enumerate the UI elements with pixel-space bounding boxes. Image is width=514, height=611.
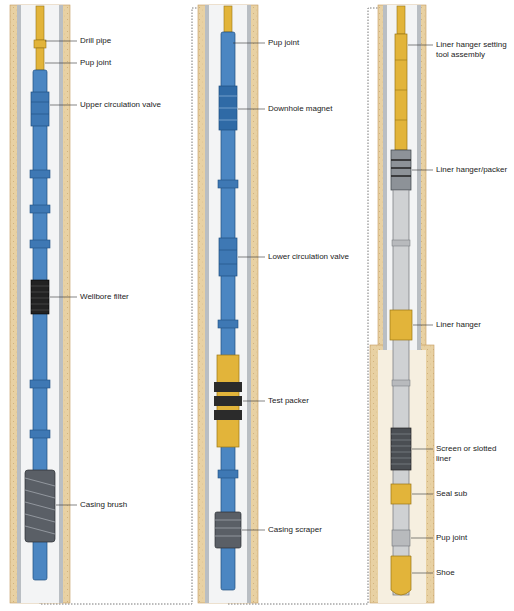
leader-line — [412, 449, 433, 450]
illustration-part — [31, 92, 49, 126]
illustration-part — [219, 264, 237, 265]
illustration-part — [198, 5, 258, 603]
leader-line — [243, 401, 265, 402]
leader-line — [238, 257, 265, 258]
leader-line — [56, 505, 77, 506]
illustration-part — [30, 205, 50, 213]
part-label: Pup joint — [80, 58, 170, 68]
illustration-part — [392, 240, 410, 246]
part-label: Lower circulation valve — [268, 252, 360, 262]
part-label: Shoe — [436, 568, 510, 578]
illustration-part — [219, 96, 237, 120]
illustration-part — [391, 556, 411, 595]
part-label: Downhole magnet — [268, 104, 360, 114]
leader-line — [412, 573, 433, 574]
illustration-part — [393, 190, 409, 595]
illustration-part — [21, 5, 59, 603]
illustration-part — [219, 86, 237, 130]
leader-line — [413, 325, 433, 326]
illustration-part — [36, 48, 44, 70]
illustration-part — [31, 286, 49, 310]
leader-line — [45, 41, 77, 42]
illustration-part — [17, 5, 63, 603]
leader-line — [238, 109, 265, 110]
illustration-part — [391, 160, 411, 176]
illustration-part — [392, 380, 410, 386]
illustration-part — [218, 320, 238, 328]
leader-line — [412, 170, 433, 171]
part-label: Wellbore filter — [80, 292, 170, 302]
illustration-part — [224, 6, 232, 32]
part-label: Upper circulation valve — [80, 100, 170, 110]
illustration-part — [25, 478, 55, 534]
illustration-part — [395, 60, 407, 120]
leader-line — [242, 530, 265, 531]
illustration-part — [209, 5, 247, 603]
illustration-part — [30, 170, 50, 178]
illustration-part — [30, 240, 50, 248]
part-label: Pup joint — [268, 38, 360, 48]
part-label: Test packer — [268, 396, 360, 406]
leader-line — [408, 45, 433, 46]
illustration-part — [219, 238, 237, 276]
illustration-part — [31, 280, 49, 314]
leader-line — [233, 43, 265, 44]
illustration-part — [34, 40, 46, 48]
illustration-part — [218, 180, 238, 188]
illustration-part — [395, 34, 407, 150]
part-label: Liner hanger — [436, 320, 510, 330]
illustration-part — [390, 310, 412, 340]
illustration-part — [214, 396, 242, 406]
illustration-part — [391, 428, 411, 470]
part-label: Casing brush — [80, 500, 170, 510]
leader-line — [50, 105, 77, 106]
leader-line — [411, 538, 433, 539]
illustration-part — [218, 470, 238, 478]
illustration-part — [31, 102, 49, 103]
illustration-part — [391, 434, 411, 464]
part-label: Pup joint — [436, 533, 510, 543]
illustration-part — [214, 382, 242, 392]
illustration-part — [391, 150, 411, 190]
part-label: Liner hanger setting tool assembly — [436, 40, 510, 60]
illustration-part — [214, 410, 242, 420]
illustration-part — [215, 520, 241, 536]
illustration-part — [392, 530, 410, 546]
illustration-part — [397, 6, 405, 34]
part-label: Casing scraper — [268, 525, 360, 535]
part-label: Screen or slotted liner — [436, 444, 510, 464]
illustration-part — [391, 484, 411, 504]
illustration-part — [215, 512, 241, 548]
leader-line — [50, 297, 77, 298]
illustration-part — [30, 430, 50, 438]
illustration-part — [25, 470, 55, 542]
part-label: Drill pipe — [80, 36, 170, 46]
part-label: Seal sub — [436, 489, 510, 499]
illustration-part — [30, 380, 50, 388]
part-label: Liner hanger/packer — [436, 165, 510, 175]
illustration-part — [10, 5, 70, 603]
leader-line — [45, 63, 77, 64]
illustration-part — [36, 6, 44, 40]
illustration-part — [205, 5, 251, 603]
illustration-part — [219, 250, 237, 251]
illustration-part — [31, 114, 49, 115]
leader-line — [412, 494, 433, 495]
